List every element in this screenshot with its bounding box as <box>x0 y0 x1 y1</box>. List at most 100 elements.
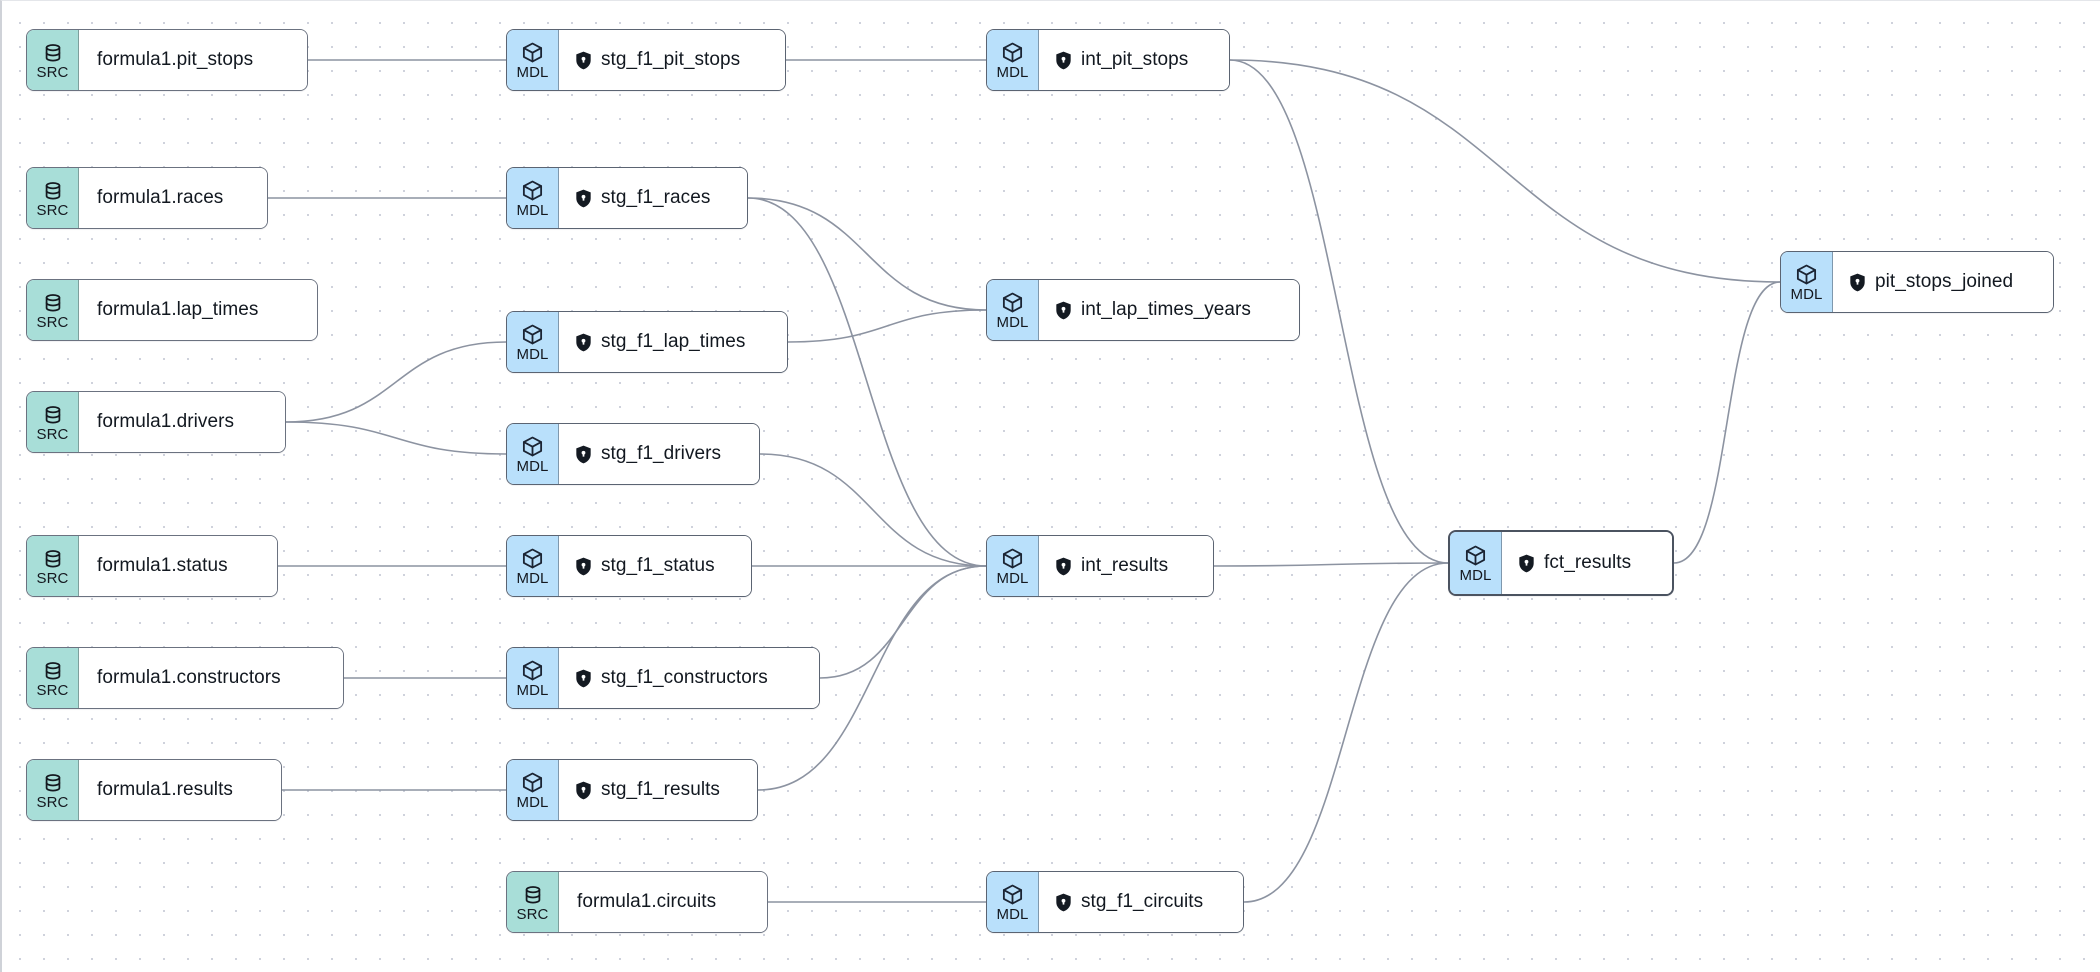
shield-lock-icon <box>575 669 592 688</box>
node-src_races[interactable]: SRC formula1.races <box>26 167 268 229</box>
cube-icon <box>521 771 544 794</box>
node-stg_lap_times[interactable]: MDL stg_f1_lap_times <box>506 311 788 373</box>
badge-label: SRC <box>36 63 69 81</box>
node-label: stg_f1_circuits <box>1081 891 1204 912</box>
node-body: stg_f1_pit_stops <box>559 30 785 90</box>
node-body: int_results <box>1039 536 1213 596</box>
node-label: formula1.circuits <box>577 891 717 912</box>
node-label: stg_f1_status <box>601 555 715 576</box>
shield-lock-icon <box>1055 301 1072 320</box>
cube-icon <box>521 435 544 458</box>
badge-label: MDL <box>516 682 549 699</box>
badge-label: SRC <box>36 793 69 811</box>
badge-label: MDL <box>996 314 1029 331</box>
node-body: stg_f1_results <box>559 760 757 820</box>
node-stg_constructors[interactable]: MDL stg_f1_constructors <box>506 647 820 709</box>
node-label: formula1.results <box>97 779 233 800</box>
node-pit_stops_joined[interactable]: MDL pit_stops_joined <box>1780 251 2054 313</box>
database-icon <box>42 404 64 426</box>
model-badge: MDL <box>987 30 1039 90</box>
shield-lock-icon <box>575 445 592 464</box>
shield-lock-icon <box>575 781 592 800</box>
database-icon <box>42 548 64 570</box>
model-badge: MDL <box>1781 252 1833 312</box>
node-body: formula1.status <box>79 536 277 596</box>
node-src_drivers[interactable]: SRC formula1.drivers <box>26 391 286 453</box>
source-badge: SRC <box>507 872 559 932</box>
node-label: formula1.races <box>97 187 224 208</box>
node-src_constructors[interactable]: SRC formula1.constructors <box>26 647 344 709</box>
source-badge: SRC <box>27 648 79 708</box>
node-body: pit_stops_joined <box>1833 252 2053 312</box>
node-body: formula1.drivers <box>79 392 285 452</box>
model-badge: MDL <box>507 648 559 708</box>
edge-stg_lap_times-to-int_lap_times_years <box>787 309 987 343</box>
model-badge: MDL <box>507 424 559 484</box>
badge-label: MDL <box>996 64 1029 81</box>
node-body: stg_f1_circuits <box>1039 872 1243 932</box>
node-src_status[interactable]: SRC formula1.status <box>26 535 278 597</box>
node-body: fct_results <box>1502 532 1672 594</box>
edge-src_drivers-to-stg_lap_times <box>285 341 507 423</box>
badge-label: SRC <box>36 425 69 443</box>
badge-label: MDL <box>516 570 549 587</box>
edge-stg_races-to-int_lap_times_years <box>747 197 987 311</box>
node-body: stg_f1_constructors <box>559 648 819 708</box>
edge-fct_results-to-pit_stops_joined <box>1673 281 1781 564</box>
source-badge: SRC <box>27 392 79 452</box>
shield-lock-icon <box>575 189 592 208</box>
source-badge: SRC <box>27 30 79 90</box>
node-label: formula1.pit_stops <box>97 49 254 70</box>
badge-label: SRC <box>36 569 69 587</box>
badge-label: MDL <box>516 64 549 81</box>
cube-icon <box>521 547 544 570</box>
badge-label: SRC <box>36 681 69 699</box>
node-label: stg_f1_lap_times <box>601 331 746 352</box>
shield-lock-icon <box>1055 557 1072 576</box>
model-badge: MDL <box>507 536 559 596</box>
node-label: formula1.constructors <box>97 667 281 688</box>
node-stg_status[interactable]: MDL stg_f1_status <box>506 535 752 597</box>
cube-icon <box>521 323 544 346</box>
model-badge: MDL <box>507 312 559 372</box>
database-icon <box>522 884 544 906</box>
source-badge: SRC <box>27 168 79 228</box>
node-src_pit_stops[interactable]: SRC formula1.pit_stops <box>26 29 308 91</box>
cube-icon <box>1464 544 1487 567</box>
node-label: stg_f1_results <box>601 779 720 800</box>
model-badge: MDL <box>507 760 559 820</box>
node-body: int_lap_times_years <box>1039 280 1299 340</box>
node-label: int_results <box>1081 555 1169 576</box>
badge-label: MDL <box>996 570 1029 587</box>
shield-lock-icon <box>1055 51 1072 70</box>
model-badge: MDL <box>507 30 559 90</box>
cube-icon <box>1001 547 1024 570</box>
node-label: pit_stops_joined <box>1875 271 2014 292</box>
node-int_results[interactable]: MDL int_results <box>986 535 1214 597</box>
badge-label: MDL <box>516 794 549 811</box>
database-icon <box>42 660 64 682</box>
source-badge: SRC <box>27 280 79 340</box>
node-src_results[interactable]: SRC formula1.results <box>26 759 282 821</box>
node-int_pit_stops[interactable]: MDL int_pit_stops <box>986 29 1230 91</box>
node-stg_pit_stops[interactable]: MDL stg_f1_pit_stops <box>506 29 786 91</box>
node-label: stg_f1_constructors <box>601 667 768 688</box>
cube-icon <box>521 41 544 64</box>
shield-lock-icon <box>1849 273 1866 292</box>
source-badge: SRC <box>27 760 79 820</box>
node-int_lap_times_years[interactable]: MDL int_lap_times_years <box>986 279 1300 341</box>
node-body: formula1.pit_stops <box>79 30 307 90</box>
node-src_circuits[interactable]: SRC formula1.circuits <box>506 871 768 933</box>
node-body: int_pit_stops <box>1039 30 1229 90</box>
node-body: formula1.races <box>79 168 267 228</box>
cube-icon <box>521 179 544 202</box>
node-label: fct_results <box>1544 552 1632 573</box>
cube-icon <box>1795 263 1818 286</box>
node-stg_results[interactable]: MDL stg_f1_results <box>506 759 758 821</box>
